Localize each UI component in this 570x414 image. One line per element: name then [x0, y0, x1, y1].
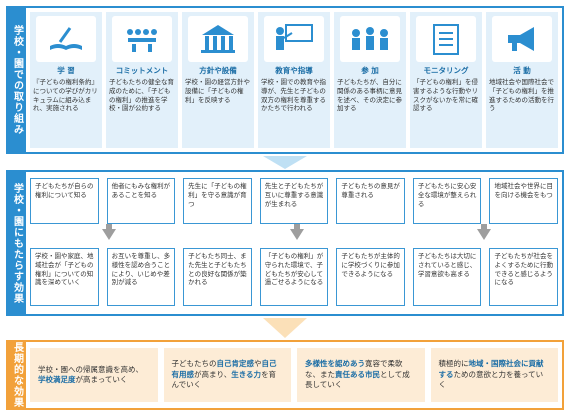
body-text: として成長していく — [305, 369, 410, 390]
arrow-down-icon — [263, 156, 307, 169]
body-text: が高まっていく — [75, 375, 128, 384]
effect-row-bottom: 学校・園や家庭、地域社会が「子どもの権利」についての知識を深めていく お互いを尊… — [30, 248, 559, 306]
arrow-down-icon — [477, 224, 491, 240]
long-term-text: 多様性を認めあう寛容で柔軟な、また責任ある市民として成長していく — [305, 359, 417, 391]
long-term-text: 子どもたちの自己肯定感や自己有用感が高まり、生きる力を育んでいく — [172, 359, 284, 391]
long-term-text: 学校・園への帰属意識を高め、学校満足度が高まっていく — [38, 365, 150, 386]
card-commitment: コミットメント 子どもたちの健全な育成のために、「子どもの権利」の推進を学校・園… — [106, 12, 178, 148]
card-learning: 学 習 『子どもの権利条約』についての学びがカリキュラムに組み込まれ、実施される — [30, 12, 102, 148]
effect-box: 子どもたち同士、また先生と子どもたちとの良好な関係が築かれる — [183, 248, 252, 306]
long-term-box: 子どもたちの自己肯定感や自己有用感が高まり、生きる力を育んでいく — [163, 348, 291, 402]
effect-box: 先生に「子どもの権利」を守る意識が育つ — [183, 178, 252, 224]
card-desc: 『子どもの権利条約』についての学びがカリキュラムに組み込まれ、実施される — [33, 78, 98, 113]
effect-arrows — [30, 224, 558, 248]
card-title: モニタリング — [423, 66, 469, 75]
body-text: 積極的に — [438, 359, 469, 369]
effect-label: 学校・園にもたらす効果 — [8, 172, 26, 314]
effect-box: お互いを尊重し、多様性を認め合うことにより、いじめや差別が減る — [106, 248, 176, 306]
effect-box: 子どもたちの意見が尊重される — [336, 178, 405, 224]
card-teaching: 教育や指導 学校・園での教育や指導が、先生と子どもの双方の権利を尊重するかたちで… — [258, 12, 330, 148]
effect-box: 子どもたちが主体的に学校づくりに参加できるようになる — [336, 248, 405, 306]
highlight-text: 自己有用感 — [171, 359, 277, 379]
participants-icon — [340, 16, 400, 62]
highlight-text: 自己肯定感 — [216, 359, 255, 369]
megaphone-icon — [492, 16, 552, 62]
card-desc: 地域社会や国際社会で「子どもの権利」を推進するための活動を行う — [489, 78, 554, 113]
effect-box: 他者にもみな権利があることを知る — [106, 178, 176, 224]
highlight-text: 多様性を認めあう — [305, 359, 365, 369]
card-desc: 「子どもの権利」を侵害するような行動やリスクがないかを常に確認する — [413, 78, 478, 113]
meeting-icon — [112, 16, 172, 62]
body-text: 寛容で柔軟な、また — [305, 359, 403, 379]
highlight-text: 地域・国際社会に貢献する — [438, 359, 544, 379]
card-activity: 活 動 地域社会や国際社会で「子どもの権利」を推進するための活動を行う — [486, 12, 558, 148]
checklist-icon — [416, 16, 476, 62]
card-title: 参 加 — [361, 66, 379, 75]
long-term-box: 積極的に地域・国際社会に貢献するための意欲と力を養っていく — [430, 348, 558, 402]
effect-section: 学校・園にもたらす効果 子どもたちが自らの権利について知る 他者にもみな権利があ… — [6, 170, 564, 316]
arrow-down-icon — [263, 318, 307, 338]
card-title: 活 動 — [513, 66, 531, 75]
highlight-text: 学校満足度 — [38, 375, 76, 384]
body-text: ための意欲と力を養っていく — [438, 369, 544, 390]
body-text: 子どもたちの — [171, 359, 217, 369]
effect-box: 「子どもの権利」が守られた環境で、子どもたちが安心して過ごせるようになる — [259, 248, 329, 306]
effect-box: 子どもたちが社会をよくするために行動できると感じるようになる — [489, 248, 559, 306]
long-term-label: 長期的な効果 — [8, 342, 26, 408]
effect-box: 先生と子どもたちが互いに尊重する意識が生まれる — [259, 178, 329, 224]
effect-box: 子どもたちが自らの権利について知る — [30, 178, 99, 224]
body-text: を育んでいく — [171, 369, 277, 390]
card-participation: 参 加 子どもたちが、自分に関係のある事柄に意見を述べ、その決定に参加する — [334, 12, 406, 148]
card-desc: 子どもたちが、自分に関係のある事柄に意見を述べ、その決定に参加する — [337, 78, 402, 113]
effect-box: 地域社会や世界に目を向ける機会をもつ — [489, 178, 559, 224]
card-title: 教育や指導 — [275, 66, 313, 75]
highlight-text: 生きる力 — [231, 369, 262, 379]
effect-box: 子どもたちに安心安全な環境が整えられる — [412, 178, 482, 224]
effect-grid: 子どもたちが自らの権利について知る 他者にもみな権利があることを知る 先生に「子… — [30, 178, 559, 310]
card-policy: 方針や設備 学校・園の経営方針や設備に「子どもの権利」を反映する — [182, 12, 254, 148]
card-desc: 学校・園での教育や指導が、先生と子どもの双方の権利を尊重するかたちで行われる — [261, 78, 326, 113]
arrow-down-icon — [290, 224, 304, 240]
approach-cards: 学 習 『子どもの権利条約』についての学びがカリキュラムに組み込まれ、実施される… — [30, 12, 558, 148]
card-title: 方針や設備 — [199, 66, 237, 75]
book-pen-icon — [36, 16, 96, 62]
card-monitoring: モニタリング 「子どもの権利」を侵害するような行動やリスクがないかを常に確認する — [410, 12, 482, 148]
body-text: や — [254, 359, 262, 369]
highlight-text: 責任ある市民 — [335, 369, 380, 379]
arrow-down-icon — [102, 224, 116, 240]
long-term-section: 長期的な効果 学校・園への帰属意識を高め、学校満足度が高まっていく 子どもたちの… — [6, 340, 564, 410]
long-term-box: 学校・園への帰属意識を高め、学校満足度が高まっていく — [30, 348, 158, 402]
teacher-icon — [264, 16, 324, 62]
effect-box: 学校・園や家庭、地域社会が「子どもの権利」についての知識を深めていく — [30, 248, 99, 306]
body-text: 学校・園への帰属意識を高め、 — [38, 364, 143, 374]
card-title: 学 習 — [57, 66, 75, 75]
body-text: が高まり、 — [194, 369, 232, 379]
approach-section: 学校・園での取り組み 学 習 『子どもの権利条約』についての学びがカリキュラムに… — [6, 6, 564, 154]
card-desc: 学校・園の経営方針や設備に「子どもの権利」を反映する — [185, 78, 250, 104]
long-term-text: 積極的に地域・国際社会に貢献するための意欲と力を養っていく — [439, 359, 551, 391]
effect-box: 子どもたちは大切にされていると感じ、学習意欲も高まる — [412, 248, 482, 306]
building-icon — [188, 16, 248, 62]
approach-label: 学校・園での取り組み — [8, 8, 26, 152]
card-desc: 子どもたちの健全な育成のために、「子どもの権利」の推進を学校・園が公約する — [109, 78, 174, 113]
long-term-cards: 学校・園への帰属意識を高め、学校満足度が高まっていく 子どもたちの自己肯定感や自… — [30, 348, 558, 402]
long-term-box: 多様性を認めあう寛容で柔軟な、また責任ある市民として成長していく — [297, 348, 425, 402]
card-title: コミットメント — [115, 66, 169, 75]
effect-row-top: 子どもたちが自らの権利について知る 他者にもみな権利があることを知る 先生に「子… — [30, 178, 559, 224]
